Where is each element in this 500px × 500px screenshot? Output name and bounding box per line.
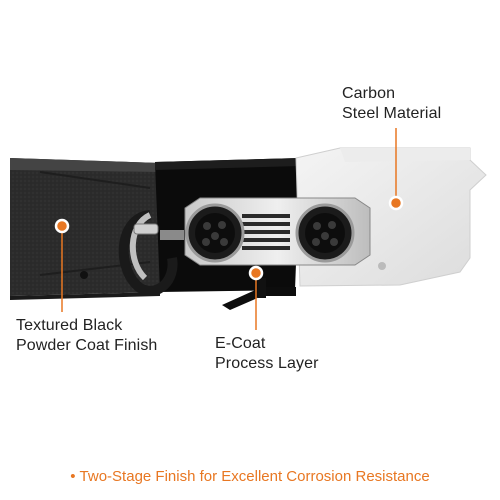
carbon-steel-line2: Steel Material bbox=[342, 105, 442, 122]
bullet-icon: • bbox=[70, 468, 76, 485]
textured-black-line2: Powder Coat Finish bbox=[16, 337, 158, 354]
grille-slots bbox=[242, 214, 290, 250]
light-plate bbox=[184, 197, 371, 266]
callout-e-coat bbox=[248, 265, 264, 330]
callout-carbon-steel bbox=[388, 128, 404, 211]
e-coat-label: E-Coat Process Layer bbox=[215, 334, 319, 374]
d-ring-shackle bbox=[118, 210, 184, 296]
footer-text: Two-Stage Finish for Excellent Corrosion… bbox=[79, 468, 430, 485]
e-coat-line2: Process Layer bbox=[215, 355, 319, 372]
textured-black-label: Textured Black Powder Coat Finish bbox=[16, 316, 157, 356]
callout-textured-black bbox=[54, 218, 70, 312]
mounting-bracket bbox=[222, 278, 296, 310]
carbon-steel-label: Carbon Steel Material bbox=[342, 84, 441, 124]
led-pod-right bbox=[295, 203, 355, 263]
e-coat-line1: E-Coat bbox=[215, 335, 266, 352]
led-pod-left bbox=[185, 203, 245, 263]
textured-black-line1: Textured Black bbox=[16, 317, 123, 334]
carbon-steel-line1: Carbon bbox=[342, 85, 396, 102]
footer-caption: •Two-Stage Finish for Excellent Corrosio… bbox=[0, 468, 500, 485]
